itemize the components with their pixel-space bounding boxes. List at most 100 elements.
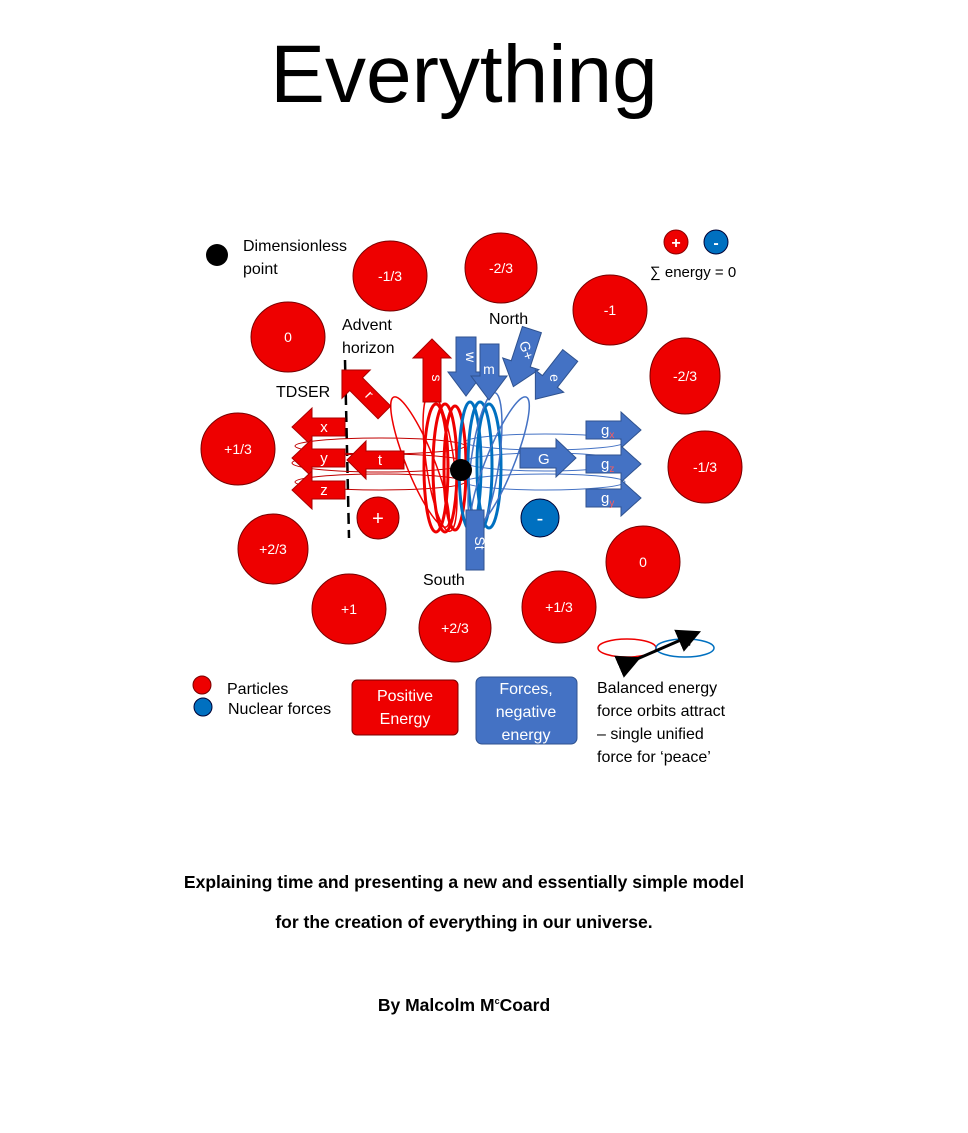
- arrow-gy: [585, 478, 642, 518]
- dimensionless-point-dot: [206, 244, 228, 266]
- particle-circle: [418, 593, 492, 663]
- arrow-e: [534, 348, 579, 400]
- arrow-t: [346, 439, 405, 481]
- particle-circle: [250, 301, 326, 373]
- arrow-g-plus: [501, 325, 543, 388]
- advent-horizon-label-2: horizon: [342, 340, 394, 357]
- arrow-gx-label: gx: [601, 422, 614, 441]
- particle-label: +1/3: [224, 441, 252, 457]
- arrow-gy-label: gy: [601, 490, 614, 509]
- red-orbit: [422, 402, 450, 534]
- particles-legend-label: Particles: [227, 681, 288, 698]
- arrow-big-g-label: G: [538, 451, 550, 468]
- arrow-gz: [585, 444, 642, 484]
- arrow-t-label: t: [378, 452, 383, 469]
- advent-horizon-label-1: Advent: [342, 317, 392, 334]
- author-prefix: By Malcolm M: [377, 995, 495, 1015]
- center-minus-text: -: [537, 508, 544, 530]
- center-plus-circle: [356, 496, 400, 540]
- arrow-y-label: y: [320, 450, 328, 467]
- particle-label: -2/3: [489, 260, 513, 276]
- balanced-line1: Balanced energy: [597, 680, 717, 697]
- sum-energy-text: ∑ energy = 0: [650, 264, 736, 281]
- dimensionless-label-2: point: [243, 261, 278, 278]
- legend-minus-text: -: [713, 235, 718, 252]
- subtitle-line-1: Explaining time and presenting a new and…: [183, 872, 745, 892]
- forces-line3: energy: [502, 727, 551, 744]
- subtitle-line-2: for the creation of everything in our un…: [275, 912, 653, 932]
- north-label: North: [489, 311, 528, 328]
- particle-circle: [311, 573, 387, 645]
- particle-label: -1: [604, 302, 617, 318]
- arrow-gx: [585, 410, 642, 450]
- arrow-gz-label: gz: [601, 456, 614, 475]
- particle-label: +2/3: [259, 541, 287, 557]
- nuclear-forces-legend-dot: [193, 697, 213, 717]
- center-minus-circle: [520, 498, 560, 538]
- particle-label: 0: [284, 329, 292, 345]
- positive-energy-box: [351, 679, 459, 736]
- blue-orbit: [475, 402, 503, 530]
- balanced-line2: force orbits attract: [597, 703, 726, 720]
- particle-label: 0: [639, 554, 647, 570]
- arrow-x: [291, 406, 346, 448]
- author-superscript: c: [494, 996, 500, 1007]
- arrow-r: [341, 369, 392, 420]
- particle-circle: [649, 337, 721, 415]
- balanced-line3: – single unified: [597, 726, 704, 743]
- south-label: South: [423, 572, 465, 589]
- arrow-g-plus-label: G+: [516, 339, 537, 362]
- particle-label: -2/3: [673, 368, 697, 384]
- positive-energy-line1: Positive: [377, 688, 433, 705]
- arrow-st: [465, 509, 485, 571]
- author-byline: By Malcolm McCoard: [0, 995, 928, 1016]
- arrow-z: [291, 469, 346, 511]
- red-orbit-tilted: [389, 396, 451, 528]
- particle-circle: [605, 525, 681, 599]
- arrow-y: [291, 437, 346, 479]
- arrow-e-label: e: [547, 374, 563, 382]
- arrow-m: [470, 343, 508, 401]
- arrow-x-label: x: [320, 419, 328, 436]
- balanced-line4: force for ‘peace’: [597, 749, 711, 766]
- particle-label: +1/3: [545, 599, 573, 615]
- arrow-m-label: m: [483, 361, 495, 377]
- balanced-double-arrow: [614, 629, 702, 678]
- legend-plus-circle: [663, 229, 689, 255]
- dimensionless-label-1: Dimensionless: [243, 238, 347, 255]
- arrow-w-label: w: [463, 351, 479, 363]
- particle-circle: [464, 232, 538, 304]
- arrow-s-label: s: [429, 375, 445, 382]
- particle-circle: [237, 513, 309, 585]
- particle-label: -1/3: [693, 459, 717, 475]
- page-title: Everything: [270, 29, 658, 120]
- arrow-w: [447, 336, 485, 397]
- forces-line1: Forces,: [499, 681, 552, 698]
- author-suffix: Coard: [499, 995, 551, 1015]
- negative-energy-box: [475, 676, 578, 745]
- particle-circle: [200, 412, 276, 486]
- legend-minus-circle: [703, 229, 729, 255]
- balanced-arrowhead: [680, 636, 692, 646]
- positive-energy-line2: Energy: [380, 711, 431, 728]
- arrow-st-label: St: [472, 536, 488, 549]
- center-point: [450, 459, 472, 481]
- balanced-arrowhead: [620, 658, 632, 670]
- orbit-ellipse: [464, 473, 626, 491]
- tdser-label: TDSER: [276, 384, 330, 401]
- particle-label: +1: [341, 601, 357, 617]
- particle-circle: [572, 274, 648, 346]
- particle-circle: [352, 240, 428, 312]
- particle-circle: [521, 570, 597, 644]
- particle-label: +2/3: [441, 620, 469, 636]
- particle-circle: [667, 430, 743, 504]
- advent-horizon-line: [343, 359, 351, 539]
- arrow-big-g: [519, 437, 577, 479]
- particles-legend-dot: [192, 675, 212, 695]
- center-plus-text: +: [372, 508, 384, 530]
- arrow-s: [411, 338, 453, 403]
- nuclear-forces-legend-label: Nuclear forces: [228, 701, 331, 718]
- forces-line2: negative: [496, 704, 557, 721]
- particle-label: -1/3: [378, 268, 402, 284]
- everything-diagram: Dimensionless point + - ∑ energy = 0 -1/…: [192, 229, 743, 766]
